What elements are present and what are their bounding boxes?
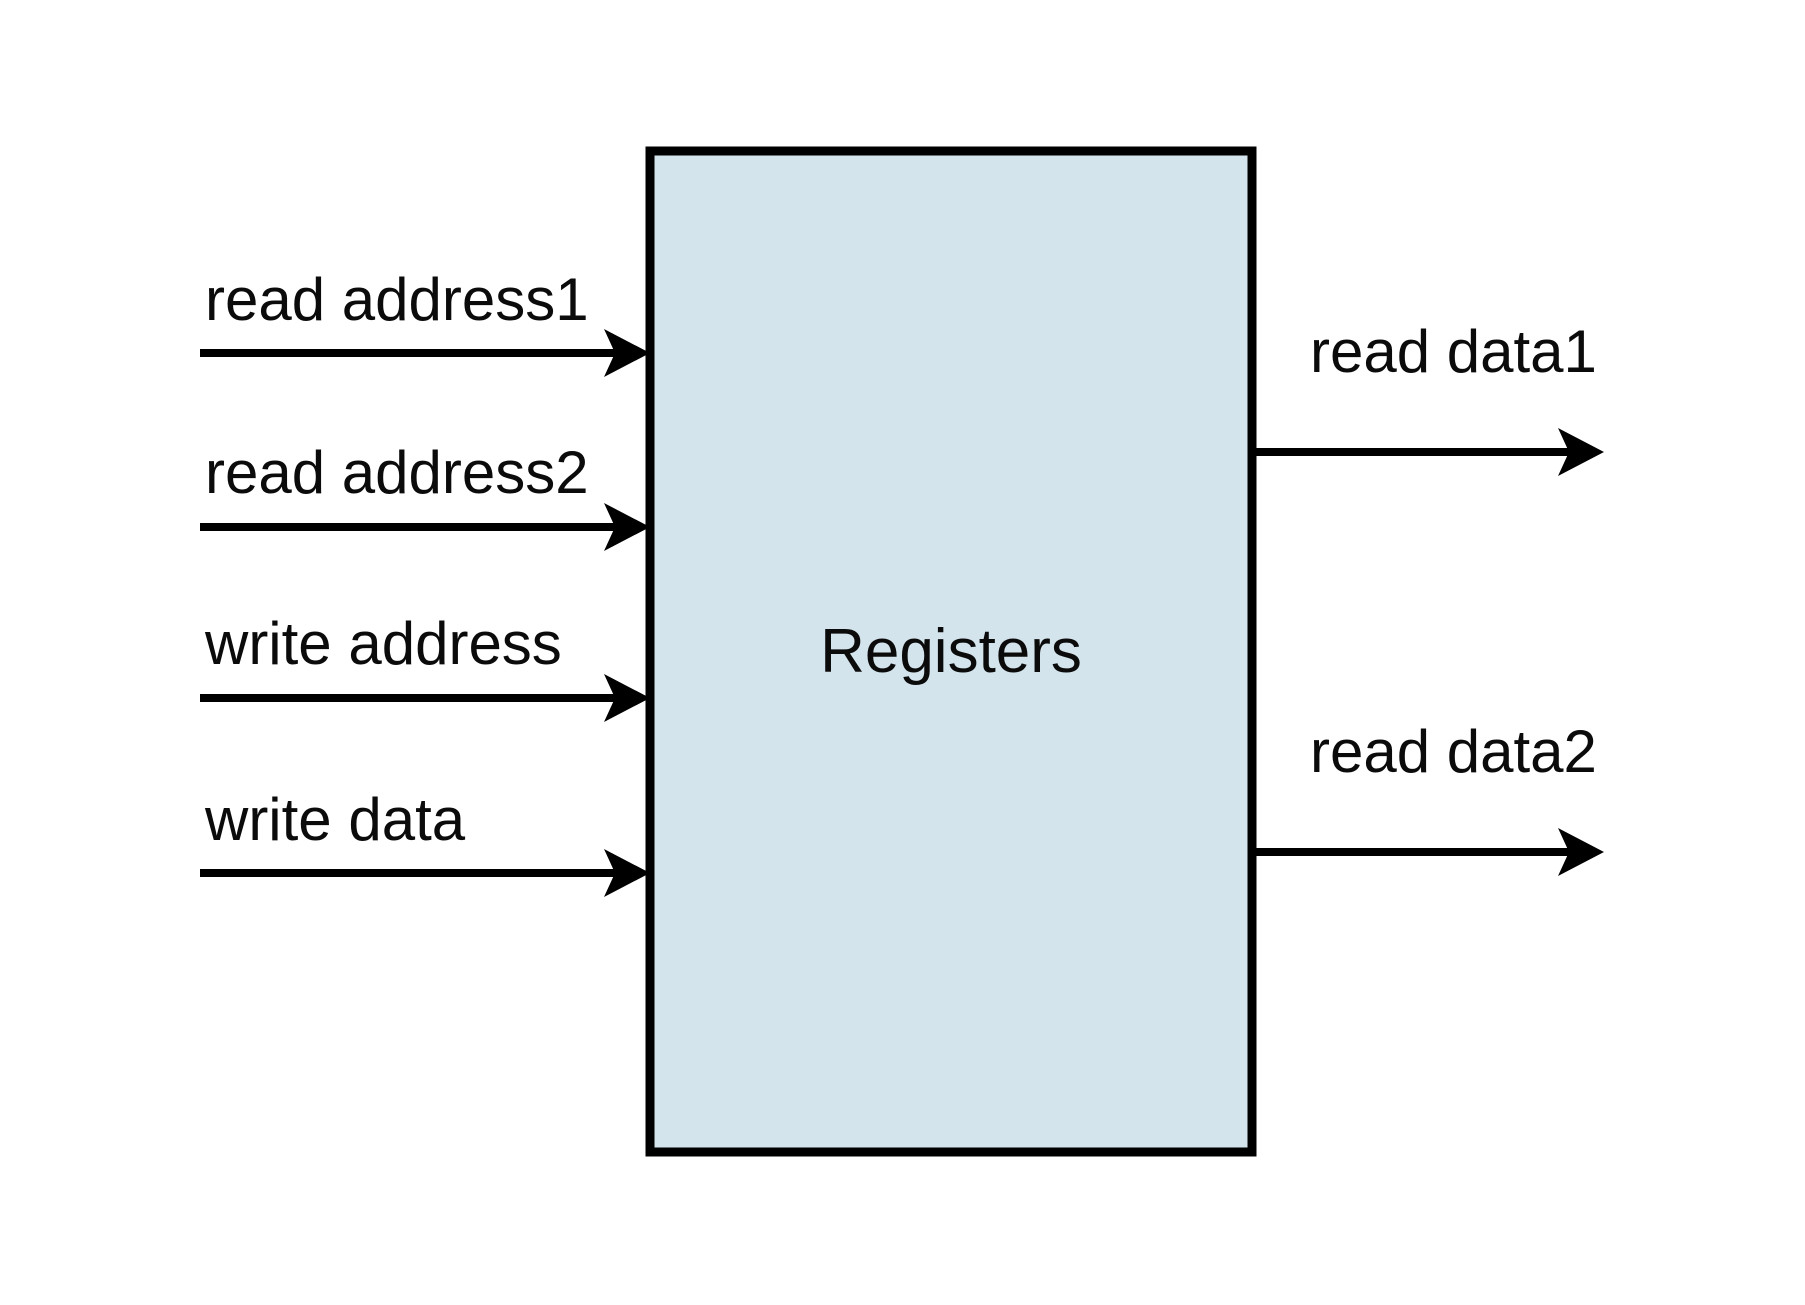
input-wire-read-address2: read address2 <box>200 439 650 551</box>
input-label-read-address1: read address1 <box>205 266 589 333</box>
input-wire-write-data: write data <box>200 786 650 897</box>
input-wire-read-address1: read address1 <box>200 266 650 377</box>
registers-block-label: Registers <box>820 617 1082 686</box>
output-label-read-data2: read data2 <box>1310 718 1597 785</box>
input-label-write-data: write data <box>204 786 466 853</box>
registers-block-rect <box>645 146 1257 1157</box>
output-wire-read-data2: read data2 <box>1252 718 1604 876</box>
arrowhead-icon-write-address <box>604 674 650 722</box>
arrowhead-icon-read-address1 <box>604 329 650 377</box>
arrowhead-icon-read-data1 <box>1558 428 1604 476</box>
input-label-read-address2: read address2 <box>205 439 589 506</box>
input-label-write-address: write address <box>204 610 562 677</box>
arrowhead-icon-write-data <box>604 849 650 897</box>
arrowhead-icon-read-data2 <box>1558 828 1604 876</box>
input-wires-group: read address1 read address2 write addres… <box>200 266 650 897</box>
arrowhead-icon-read-address2 <box>604 503 650 551</box>
output-wire-read-data1: read data1 <box>1252 318 1604 476</box>
output-label-read-data1: read data1 <box>1310 318 1597 385</box>
input-wire-write-address: write address <box>200 610 650 722</box>
output-wires-group: read data1 read data2 <box>1252 318 1604 876</box>
